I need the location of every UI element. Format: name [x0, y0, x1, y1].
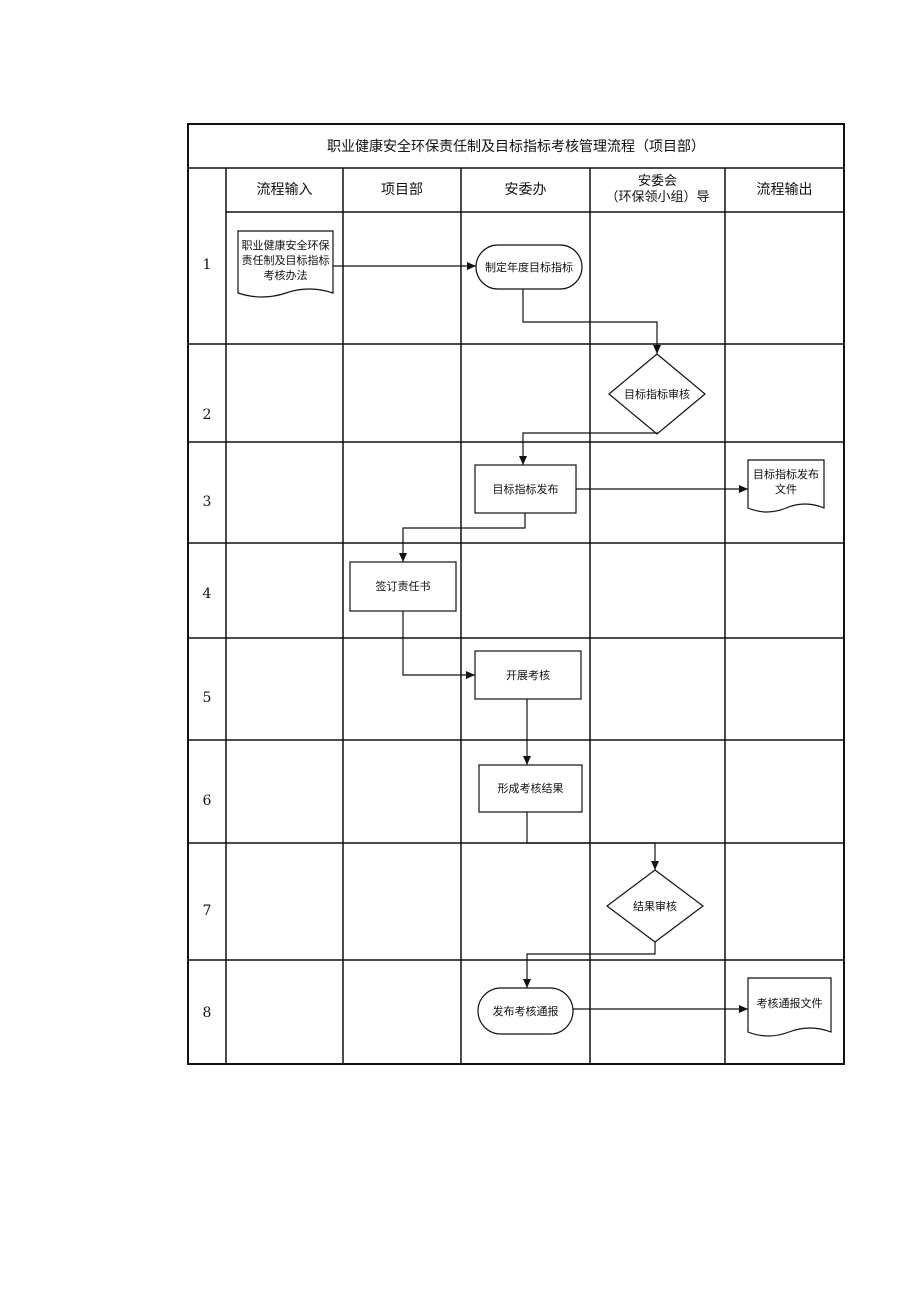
arrow-form-to-review-results [526, 812, 659, 870]
row-number-6: 6 [202, 793, 212, 809]
report-doc-shape [747, 977, 832, 1037]
set-targets-shape [475, 244, 583, 290]
conduct-assessment-shape [474, 650, 582, 700]
arrow-set-targets-to-review [522, 289, 661, 354]
row-number-8: 8 [202, 1005, 212, 1021]
row-number-7: 7 [202, 903, 212, 919]
publish-report-shape [477, 987, 574, 1035]
conduct-assessment-label: 开展考核 [506, 668, 550, 682]
publish-targets-shape [474, 464, 577, 514]
form-results-shape [478, 764, 583, 813]
publish-report-label: 发布考核通报 [492, 1004, 559, 1018]
arrow-review-to-publish [519, 432, 658, 465]
page-title: 职业健康安全环保责任制及目标指标考核管理流程（项目部） [327, 139, 705, 155]
report-doc-label: 考核通报文件 [756, 996, 823, 1010]
arrow-publish-to-sign [399, 513, 526, 562]
publish-doc-shape [747, 459, 825, 513]
input-document-label: 职业健康安全环保责任制及目标指标考核办法 [241, 238, 330, 282]
column-header-project-dept: 项目部 [381, 182, 423, 198]
input-document-shape [237, 230, 334, 298]
review-results-label: 结果审核 [633, 899, 677, 913]
row-number-1: 1 [202, 257, 212, 273]
arrow-sign-to-conduct [402, 611, 475, 679]
review-targets-label: 目标指标审核 [624, 387, 690, 401]
row-number-2: 2 [202, 407, 212, 423]
column-header-output: 流程输出 [756, 182, 813, 198]
publish-doc-label: 目标指标发布文件 [753, 468, 819, 496]
column-header-safety-office: 安委办 [504, 182, 547, 198]
publish-targets-label: 目标指标发布 [492, 482, 559, 496]
column-header-safety-committee: 安委会 （环保领小组）导 [605, 174, 710, 205]
row-number-4: 4 [202, 586, 212, 602]
table-frame [187, 123, 845, 1065]
arrow-review-results-to-report [523, 942, 656, 988]
row-number-3: 3 [202, 494, 212, 510]
column-header-input: 流程输入 [256, 182, 313, 198]
sign-responsibility-shape [349, 561, 457, 612]
sign-responsibility-label: 签订责任书 [375, 580, 431, 593]
row-number-5: 5 [202, 690, 212, 706]
set-targets-label: 制定年度目标指标 [485, 260, 573, 274]
form-results-label: 形成考核结果 [497, 782, 564, 795]
